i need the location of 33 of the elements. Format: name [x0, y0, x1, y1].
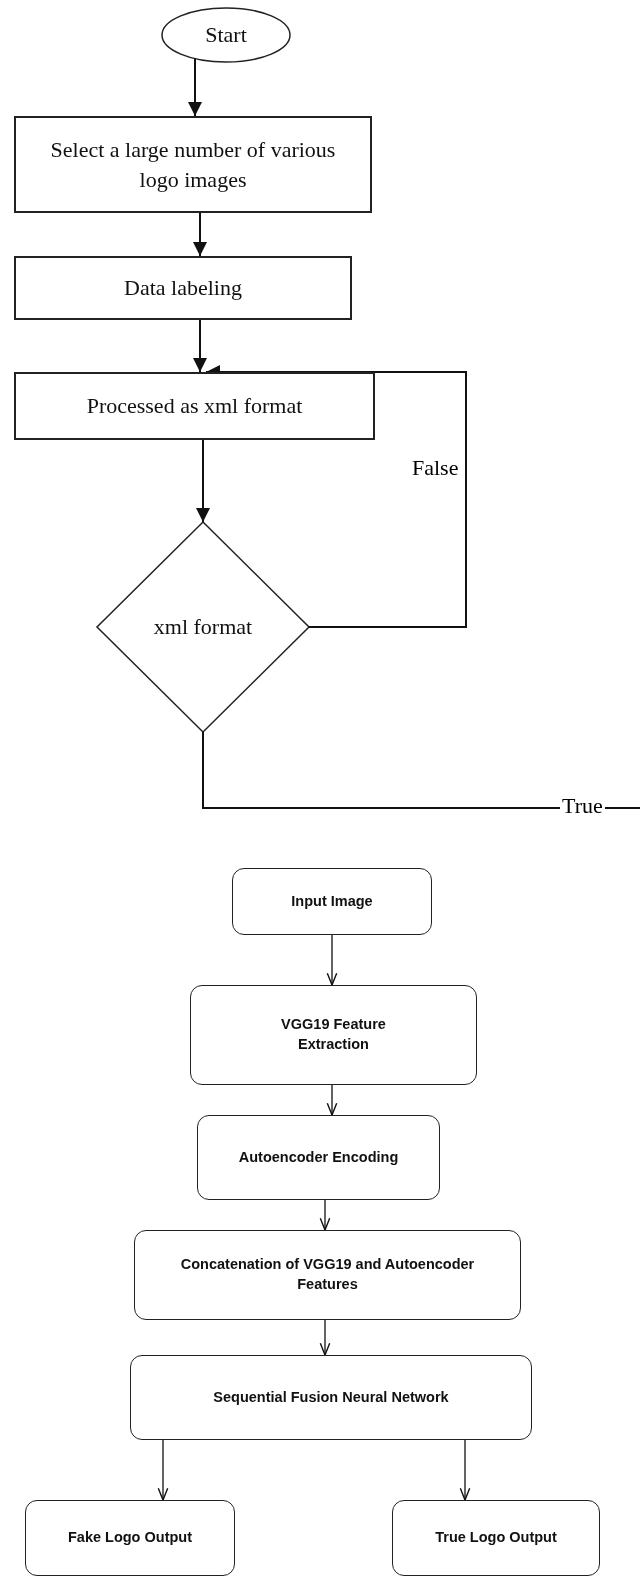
- process-box: [14, 116, 372, 213]
- node-label: Select a large number of various logo images: [49, 135, 337, 194]
- process-box: [392, 1500, 600, 1576]
- arrow: [196, 439, 210, 523]
- node-label: Data labeling: [123, 274, 243, 303]
- arrow: [193, 319, 207, 373]
- node-label: VGG19 Feature Extraction: [280, 1015, 387, 1054]
- node-label: Processed as xml format: [85, 392, 304, 421]
- arrow: [326, 934, 338, 986]
- node-label: Concatenation of VGG19 and Autoencoder Features: [179, 1255, 476, 1294]
- node-label: Autoencoder Encoding: [237, 1147, 400, 1167]
- node-label: Sequential Fusion Neural Network: [212, 1387, 450, 1407]
- process-box: [197, 1115, 440, 1200]
- arrow: [319, 1199, 331, 1231]
- process-box: [232, 868, 432, 935]
- process-box: [134, 1230, 521, 1320]
- arrow: [319, 1319, 331, 1356]
- process-box: [25, 1500, 235, 1576]
- node-label: True Logo Output: [434, 1528, 558, 1548]
- arrow: [205, 365, 467, 628]
- process-box: [14, 256, 352, 320]
- arrow: [193, 212, 207, 257]
- node-label: Fake Logo Output: [66, 1528, 193, 1548]
- process-box: [190, 985, 477, 1085]
- arrow: [188, 57, 202, 117]
- arrow: [326, 1084, 338, 1116]
- process-box: [130, 1355, 532, 1440]
- node-label: Start: [204, 21, 248, 50]
- arrow: [157, 1439, 169, 1501]
- node-label: Input Image: [290, 891, 374, 911]
- node-label: xml format: [152, 613, 254, 642]
- process-box: [14, 372, 375, 440]
- arrow: [459, 1439, 471, 1501]
